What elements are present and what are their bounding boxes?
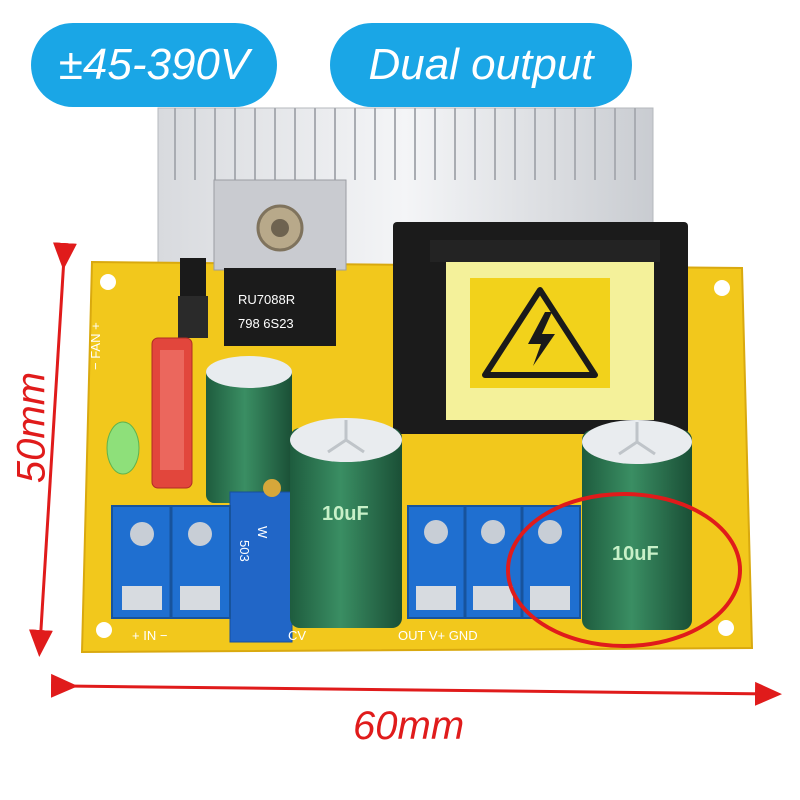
- input-terminal-block: [111, 505, 231, 619]
- mounting-hole: [714, 280, 730, 296]
- mosfet: RU7088R 798 6S23: [213, 179, 347, 346]
- capacitor-small: [206, 356, 292, 503]
- ic-marking-1: RU7088R: [238, 292, 295, 307]
- fan-jumper: [180, 258, 206, 298]
- pot-marking-2: 503: [237, 540, 252, 562]
- indicator-led: [106, 421, 140, 475]
- height-dimension-label: 50mm: [9, 371, 54, 484]
- mounting-hole: [718, 620, 734, 636]
- capacitor-right: 10uF: [582, 420, 692, 630]
- voltage-range-badge: ±45-390V: [31, 23, 277, 107]
- cv-label: CV: [288, 628, 306, 643]
- ic-marking-2: 798 6S23: [238, 316, 294, 331]
- output-terminal-block: [407, 505, 581, 619]
- width-dimension-label: 60mm: [353, 704, 465, 748]
- width-dimension-arrow: [50, 673, 782, 706]
- dual-output-badge: Dual output: [330, 23, 632, 107]
- capacitor-center: 10uF: [290, 418, 402, 628]
- mounting-hole: [100, 274, 116, 290]
- transformer: [393, 222, 688, 434]
- fan-label: − FAN +: [88, 322, 103, 370]
- output-label: OUT V+ GND: [398, 628, 478, 643]
- high-voltage-warning-icon: [482, 287, 598, 378]
- cap-value-label: 10uF: [322, 503, 369, 525]
- pot-marking-1: W: [255, 526, 270, 539]
- input-label: + IN −: [132, 628, 167, 643]
- highlight-ring: [506, 492, 742, 648]
- mounting-hole: [96, 622, 112, 638]
- height-dimension-arrow: [28, 242, 77, 657]
- cap-value-label: 10uF: [612, 543, 659, 565]
- potentiometer: W 503: [229, 479, 293, 643]
